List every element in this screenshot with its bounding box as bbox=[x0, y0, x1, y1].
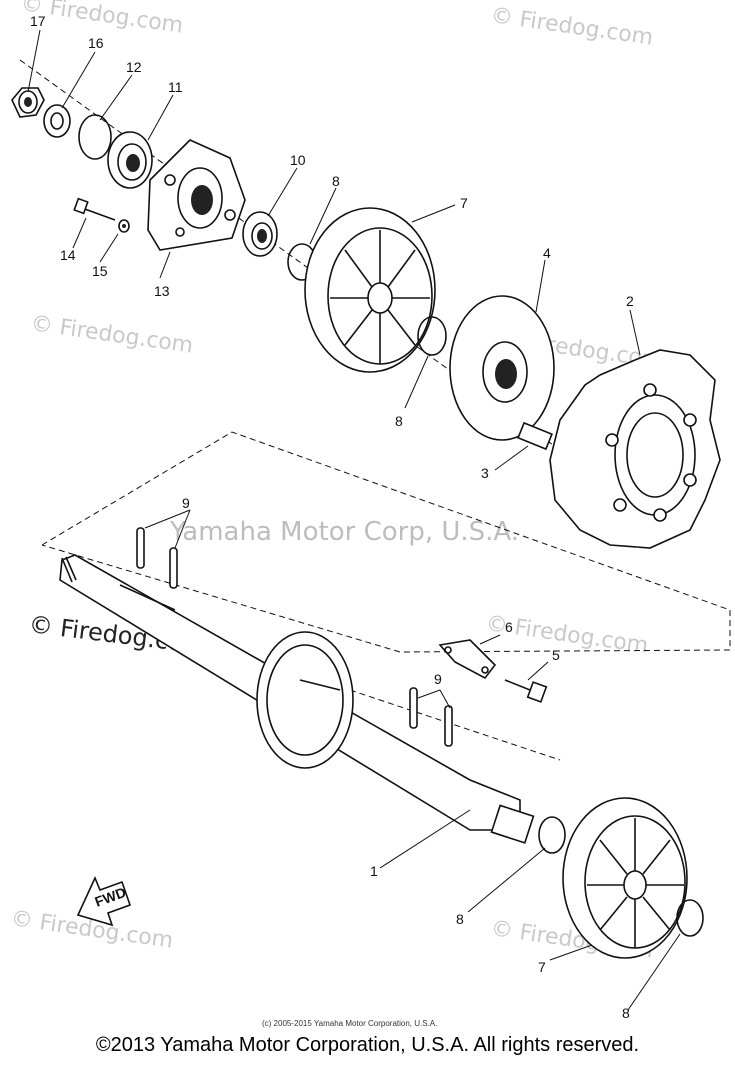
callout-4: 4 bbox=[543, 245, 551, 261]
assembly-outline bbox=[41, 431, 731, 653]
collar-part-3 bbox=[517, 421, 553, 451]
watermark-firedog-top: © Firedog.com bbox=[489, 3, 655, 51]
fwd-arrow-icon: FWD bbox=[76, 876, 132, 927]
nut-part-17 bbox=[11, 87, 45, 118]
pins-part-9-upper bbox=[136, 527, 178, 589]
bearing-part-11 bbox=[107, 131, 153, 189]
ring-part-8-middle bbox=[417, 316, 447, 356]
circlip-part-12 bbox=[78, 114, 112, 160]
callout-10: 10 bbox=[290, 152, 306, 168]
callout-9-upper: 9 bbox=[182, 495, 190, 511]
callout-9-lower: 9 bbox=[434, 671, 442, 687]
callout-17: 17 bbox=[30, 13, 46, 29]
footer-copyright: ©2013 Yamaha Motor Corporation, U.S.A. A… bbox=[95, 1034, 640, 1056]
callout-7-upper: 7 bbox=[460, 195, 468, 211]
ring-part-8-lower-left bbox=[538, 816, 566, 854]
bracket-part-6 bbox=[438, 639, 497, 680]
bolt-part-14 bbox=[73, 197, 116, 221]
callout-7-lower: 7 bbox=[538, 959, 546, 975]
axis-line-lower bbox=[349, 689, 561, 761]
washer-part-15 bbox=[118, 219, 130, 233]
watermark-yamaha-center: Yamaha Motor Corp, U.S.A. bbox=[169, 517, 519, 547]
callout-15: 15 bbox=[92, 263, 108, 279]
callout-8-lower-left: 8 bbox=[456, 911, 464, 927]
watermark-firedog-mid-left: © Firedog.com bbox=[29, 311, 195, 359]
bearing-housing-part-13 bbox=[147, 139, 246, 251]
callout-11: 11 bbox=[168, 79, 183, 95]
pins-part-9-lower bbox=[409, 687, 453, 747]
callout-5: 5 bbox=[552, 647, 560, 663]
drive-shaft-part-1 bbox=[59, 554, 535, 844]
callout-8-lower-right: 8 bbox=[622, 1005, 630, 1021]
ring-part-8-lower-right bbox=[676, 899, 704, 937]
bolt-part-5 bbox=[504, 679, 548, 703]
small-copyright: (c) 2005-2015 Yamaha Motor Corporation, … bbox=[262, 1019, 437, 1028]
washer-part-16 bbox=[43, 104, 71, 138]
callout-16: 16 bbox=[88, 35, 104, 51]
callout-1: 1 bbox=[370, 863, 378, 879]
callout-13: 13 bbox=[154, 283, 170, 299]
callout-8-middle: 8 bbox=[395, 413, 403, 429]
oil-seal-part-10 bbox=[242, 211, 278, 257]
callout-2: 2 bbox=[626, 293, 634, 309]
callout-12: 12 bbox=[126, 59, 142, 75]
callout-14: 14 bbox=[60, 247, 76, 263]
callout-8-upper: 8 bbox=[332, 173, 340, 189]
plate-part-4 bbox=[449, 295, 555, 441]
leader-lines bbox=[27, 29, 681, 1011]
callout-3: 3 bbox=[481, 465, 489, 481]
idler-wheel-part-7-upper bbox=[304, 207, 436, 373]
callout-6: 6 bbox=[505, 619, 513, 635]
idler-wheel-part-7-lower bbox=[562, 797, 688, 959]
sprocket-part-2 bbox=[549, 349, 721, 549]
